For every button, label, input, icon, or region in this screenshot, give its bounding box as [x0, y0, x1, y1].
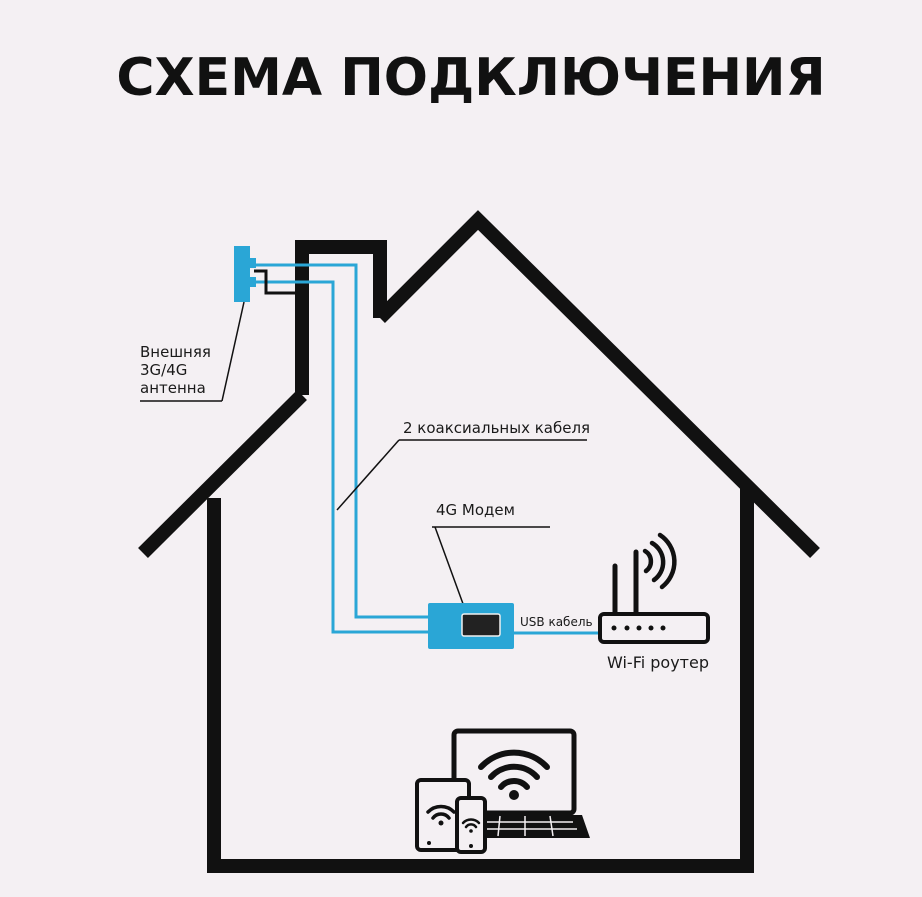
- wifi-dot: [509, 790, 519, 800]
- wifi-icon: [478, 749, 550, 790]
- usb-label: USB кабель: [520, 615, 593, 629]
- antenna-icon: [234, 246, 256, 302]
- chimney: [295, 240, 387, 395]
- house-walls: [207, 485, 754, 873]
- antenna-label-line1: Внешняя: [140, 343, 211, 361]
- page-title: СХЕМА ПОДКЛЮЧЕНИЯ: [116, 48, 825, 108]
- modem-label: 4G Модем: [436, 501, 515, 519]
- cables-label: 2 коаксиальных кабеля: [403, 419, 590, 437]
- cables-leader-line: [336, 439, 400, 511]
- modem-icon: [428, 603, 514, 649]
- cable-outer: [254, 263, 432, 619]
- antenna-bracket: [254, 269, 296, 295]
- cable-inner: [254, 280, 432, 634]
- router-icon: [598, 549, 710, 644]
- roof-right: [375, 210, 820, 558]
- smartphone-icon: [455, 796, 487, 854]
- antenna-label-line2: 3G/4G: [140, 361, 187, 379]
- antenna-label-line3: антенна: [140, 379, 206, 397]
- roof-left: [138, 390, 307, 558]
- coaxial-cables: [254, 263, 432, 634]
- house-outline: [138, 210, 820, 873]
- wifi-signal-icon: [642, 532, 677, 590]
- antenna-leader-line: [221, 301, 245, 402]
- router-label: Wi-Fi роутер: [607, 653, 709, 672]
